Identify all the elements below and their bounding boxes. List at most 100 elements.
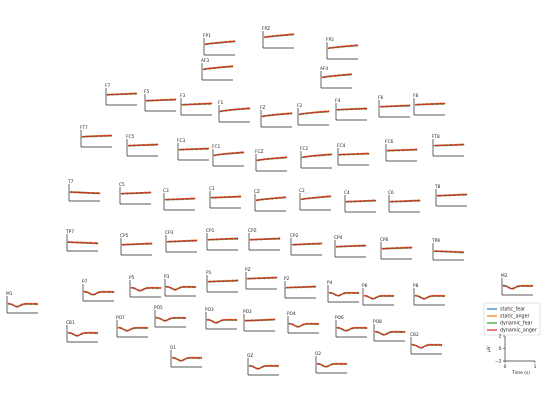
series-line-dynamic-anger [411, 343, 443, 349]
series-line-dynamic-anger [336, 326, 368, 332]
series-line-dynamic-anger [374, 330, 406, 336]
channel-label: T7 [67, 179, 74, 185]
channel-label: P4 [327, 280, 333, 286]
series-line-dynamic-anger [389, 199, 421, 203]
series-line-dynamic-anger [145, 98, 177, 102]
series-line-dynamic-anger [261, 112, 293, 118]
series-line-dynamic-anger [207, 279, 239, 283]
series-line-dynamic-anger [300, 195, 332, 201]
channel-label: P2 [284, 276, 290, 282]
series-line-dynamic-anger [83, 290, 115, 296]
panel-c5: C5 [119, 182, 152, 205]
legend-item: dynamic_anger [487, 328, 537, 334]
channel-label: CB1 [66, 320, 75, 326]
panel-t7: T7 [67, 179, 101, 202]
ref-y-label: µV [486, 345, 492, 352]
channel-label: FC3 [177, 138, 185, 144]
panel-fc5: FC5 [126, 134, 159, 157]
legend-label: dynamic_fear [500, 321, 532, 327]
channel-label: C3 [163, 188, 169, 194]
channel-label: C5 [119, 182, 125, 188]
panel-p6: P6 [362, 283, 395, 306]
channel-label: M1 [6, 291, 13, 297]
legend-box [483, 302, 541, 336]
channel-label: C6 [388, 190, 394, 196]
panel-ft8: FT8 [432, 134, 465, 157]
legend-item: static_fear [487, 307, 525, 313]
channel-label: FC5 [126, 134, 134, 140]
channel-label: FC6 [385, 139, 393, 145]
channel-label: FCZ [255, 149, 263, 155]
channel-label: F8 [413, 93, 418, 99]
panel-c4: C4 [344, 190, 377, 213]
panel-cp3: CP3 [165, 230, 198, 253]
panel-fz: FZ [260, 105, 293, 128]
panel-f2: F2 [297, 103, 330, 126]
panel-c2: C2 [299, 188, 332, 211]
channel-label: M2 [501, 273, 508, 279]
channel-label: F6 [378, 95, 383, 101]
series-line-dynamic-anger [246, 276, 278, 280]
series-line-dynamic-anger [210, 195, 242, 199]
panel-c1: C1 [209, 186, 242, 209]
panel-oz: OZ [247, 353, 280, 376]
panel-fp2: FP2 [326, 37, 359, 60]
panel-m1: M1 [6, 291, 39, 314]
series-line-dynamic-anger [335, 244, 367, 248]
channel-label: F5 [144, 89, 149, 95]
channel-label: C2 [299, 188, 305, 194]
panel-cp2: CP2 [290, 233, 323, 256]
channel-label: CP1 [206, 228, 215, 234]
panel-po5: PO5 [154, 305, 187, 328]
ref-y-tick-label: 2 [499, 334, 502, 340]
panel-fpz: FPZ [262, 26, 295, 49]
channel-label: PO7 [116, 315, 125, 321]
series-line-dynamic-anger [181, 102, 213, 106]
series-line-dynamic-anger [120, 191, 152, 195]
channel-label: CP6 [380, 237, 389, 243]
panel-cp6: CP6 [380, 237, 413, 260]
channel-label: P5 [129, 275, 135, 281]
series-line-dynamic-anger [502, 284, 534, 290]
panel-p8: P8 [413, 283, 446, 306]
series-line-dynamic-fear [414, 294, 446, 300]
series-line-dynamic-anger [338, 152, 370, 156]
channel-label: CP3 [165, 230, 174, 236]
series-line-dynamic-anger [178, 147, 210, 151]
panel-p7: P7 [82, 279, 115, 302]
series-line-dynamic-anger [345, 199, 377, 203]
series-line-dynamic-anger [171, 356, 203, 362]
channel-label: TP7 [65, 229, 74, 235]
series-line-dynamic-anger [249, 237, 281, 241]
channel-label: CPZ [248, 228, 257, 234]
panel-fc6: FC6 [385, 139, 418, 162]
legend: static_fearstatic_angerdynamic_feardynam… [483, 302, 541, 336]
legend-item: static_anger [487, 314, 530, 320]
series-line-dynamic-anger [379, 104, 411, 108]
series-line-dynamic-anger [244, 318, 276, 322]
channel-label: FC2 [300, 146, 308, 152]
series-line-dynamic-anger [316, 362, 348, 368]
panel-ft7: FT7 [80, 125, 113, 148]
ref-y-tick-label: 0 [499, 346, 502, 352]
panel-c3: C3 [163, 188, 196, 211]
panel-po8: PO8 [373, 319, 406, 342]
series-line-dynamic-anger [7, 302, 39, 308]
series-line-dynamic-anger [436, 193, 468, 197]
channel-label: CP2 [290, 233, 299, 239]
panel-cb1: CB1 [66, 320, 99, 343]
series-line-dynamic-anger [202, 65, 234, 71]
channel-label: FT7 [80, 125, 88, 131]
panel-po6: PO6 [335, 315, 368, 338]
series-line-dynamic-anger [288, 322, 320, 328]
panel-pz: PZ [245, 267, 278, 290]
series-line-dynamic-anger [155, 316, 187, 322]
series-line-dynamic-anger [386, 148, 418, 152]
panel-p3: P3 [164, 274, 197, 297]
channel-label: FC4 [337, 143, 345, 149]
series-line-dynamic-anger [117, 326, 149, 332]
panel-fc3: FC3 [177, 138, 210, 161]
